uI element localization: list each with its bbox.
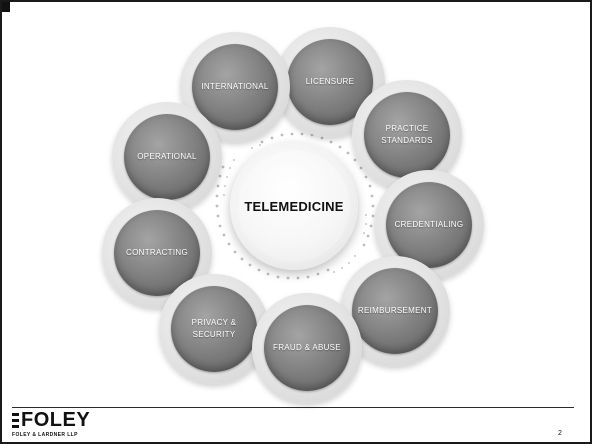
node-privacy-security-label: PRIVACY & SECURITY xyxy=(191,318,237,339)
node-contracting: CONTRACTING xyxy=(114,210,200,296)
logo-subtitle: FOLEY & LARDNER LLP xyxy=(12,432,78,438)
logo-wordmark: FOLEY xyxy=(21,409,91,431)
node-practice-standards-label: PRACTICE STANDARDS xyxy=(381,124,433,145)
node-contracting-label: CONTRACTING xyxy=(126,248,188,257)
node-fraud-abuse: FRAUD & ABUSE xyxy=(264,305,350,391)
telemedicine-diagram: LICENSURE INTERNATIONAL PRACTICE STANDAR… xyxy=(2,2,590,403)
node-practice-standards: PRACTICE STANDARDS xyxy=(364,92,450,178)
node-credentialing: CREDENTIALING xyxy=(386,182,472,268)
node-reimbursement-label: REIMBURSEMENT xyxy=(357,306,433,315)
node-reimbursement: REIMBURSEMENT xyxy=(352,268,438,354)
footer-divider xyxy=(12,407,574,408)
node-fraud-abuse-label: FRAUD & ABUSE xyxy=(273,343,341,352)
center-node: TELEMEDICINE xyxy=(238,150,350,262)
page-number: 2 xyxy=(558,430,562,437)
node-credentialing-label: CREDENTIALING xyxy=(394,220,464,229)
node-licensure-label: LICENSURE xyxy=(305,77,355,86)
center-label: TELEMEDICINE xyxy=(244,198,344,214)
node-international: INTERNATIONAL xyxy=(192,44,278,130)
node-operational: OPERATIONAL xyxy=(124,114,210,200)
foley-logo: FOLEY FOLEY & LARDNER LLP xyxy=(12,409,132,439)
node-privacy-security: PRIVACY & SECURITY xyxy=(171,286,257,372)
corner-mark xyxy=(2,2,10,12)
node-operational-label: OPERATIONAL xyxy=(137,152,197,161)
node-international-label: INTERNATIONAL xyxy=(201,82,269,91)
swirl-dots xyxy=(215,132,375,280)
logo-bars-icon xyxy=(12,413,19,428)
